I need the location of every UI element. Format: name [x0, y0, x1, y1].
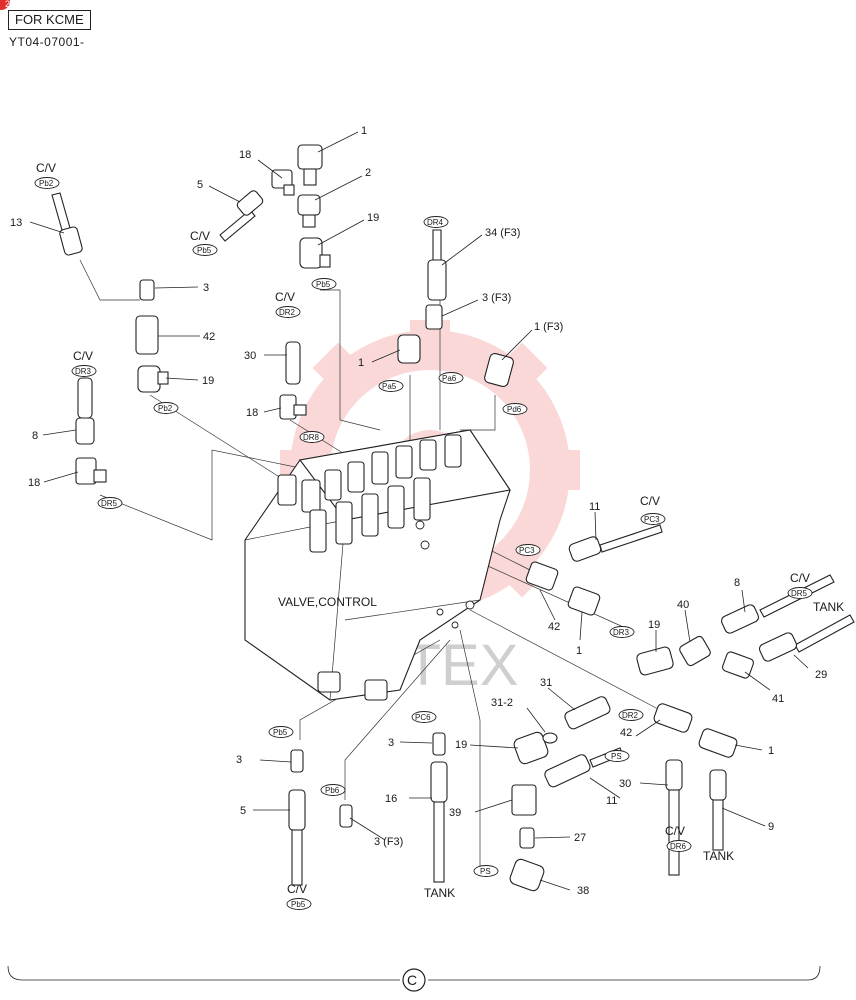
callout-27: 27 — [574, 832, 586, 844]
callout-29: 29 — [815, 669, 827, 681]
callout-39: 39 — [449, 807, 461, 819]
callout-18: 18 — [28, 477, 40, 489]
port-tag-dr6: DR6 — [670, 842, 687, 851]
cv-label: C/V — [275, 290, 295, 304]
tank-label: TANK — [424, 886, 455, 900]
callout-16: 16 — [385, 793, 397, 805]
cv-label: C/V — [665, 824, 685, 838]
cv-label: C/V — [640, 494, 660, 508]
callout-1: 1 — [361, 125, 367, 137]
callout-3: 3 — [203, 282, 209, 294]
header-label-box: FOR KCME — [8, 10, 91, 30]
port-tags: Pb2 Pb5 Pb5 DR2 DR3 Pb2 DR8 DR5 DR4 Pa5 … — [34, 177, 813, 910]
port-tag-ps: PS — [611, 752, 622, 761]
corner-badge: 2 — [0, 0, 10, 10]
callout-30: 30 — [244, 350, 256, 362]
callout-3: 3 — [388, 737, 394, 749]
callout-18: 18 — [239, 149, 251, 161]
callout-19: 19 — [648, 619, 660, 631]
callout-1: 1 — [576, 645, 582, 657]
port-tag-pc3: PC3 — [644, 515, 660, 524]
fittings — [75, 144, 754, 892]
cv-label: C/V — [287, 882, 307, 896]
callout-8: 8 — [32, 430, 38, 442]
port-tag-dr4: DR4 — [427, 218, 444, 227]
cv-label: C/V — [790, 571, 810, 585]
callout-30: 30 — [619, 778, 631, 790]
port-tag-pb5: Pb5 — [197, 246, 212, 255]
port-tag-dr3: DR3 — [75, 367, 92, 376]
callout-1: 1 — [358, 357, 364, 369]
callout-31-2: 31-2 — [491, 697, 513, 709]
port-tag-pc3: PC3 — [519, 546, 535, 555]
port-tag-dr5: DR5 — [791, 589, 808, 598]
callout-19: 19 — [367, 212, 379, 224]
callout-34-f3: 34 (F3) — [485, 227, 520, 239]
port-tag-dr2: DR2 — [622, 711, 639, 720]
callout-31: 31 — [540, 677, 552, 689]
callout-3-f3: 3 (F3) — [374, 836, 403, 848]
port-tag-pb5: Pb5 — [273, 728, 288, 737]
callout-3-f3: 3 (F3) — [482, 292, 511, 304]
callout-1: 1 — [768, 745, 774, 757]
port-tag-ps: PS — [480, 867, 491, 876]
callout-41: 41 — [772, 693, 784, 705]
callout-numbers: 1 18 5 2 19 13 3 42 19 8 18 30 18 34 (F3… — [10, 125, 827, 897]
callout-42: 42 — [203, 331, 215, 343]
tank-label: TANK — [813, 600, 844, 614]
footer-section-mark: C — [407, 972, 417, 988]
tank-label: TANK — [703, 849, 734, 863]
callout-9: 9 — [768, 821, 774, 833]
footer-rule: C — [7, 965, 821, 992]
port-tag-pb6: Pb6 — [325, 786, 340, 795]
callout-1-f3: 1 (F3) — [534, 321, 563, 333]
callout-2: 2 — [365, 167, 371, 179]
callout-40: 40 — [677, 599, 689, 611]
callout-42: 42 — [620, 727, 632, 739]
port-tag-pb2: Pb2 — [158, 404, 173, 413]
hoses — [51, 190, 855, 886]
cv-label: C/V — [190, 229, 210, 243]
callout-19: 19 — [455, 739, 467, 751]
port-tag-dr8: DR8 — [303, 433, 320, 442]
callout-11: 11 — [589, 501, 600, 513]
callout-5: 5 — [240, 805, 246, 817]
port-tag-dr2: DR2 — [279, 308, 296, 317]
port-tag-pa6: Pa6 — [442, 374, 457, 383]
port-tag-pd6: Pd6 — [507, 405, 522, 414]
port-tag-pb2: Pb2 — [39, 179, 54, 188]
callout-42: 42 — [548, 621, 560, 633]
port-tag-pb5: Pb5 — [291, 900, 306, 909]
port-tag-pa5: Pa5 — [382, 382, 397, 391]
header-serial-code: YT04-07001- — [9, 35, 85, 49]
callout-38: 38 — [577, 885, 589, 897]
callout-19: 19 — [202, 375, 214, 387]
callout-11: 11 — [606, 795, 617, 807]
callout-18: 18 — [246, 407, 258, 419]
port-tag-dr3: DR3 — [613, 628, 630, 637]
callout-3: 3 — [236, 754, 242, 766]
callout-5: 5 — [197, 179, 203, 191]
connector-labels: C/V C/V C/V C/V C/V C/V TANK C/V TANK C/… — [36, 161, 844, 900]
leader-lines — [29, 131, 809, 891]
callout-13: 13 — [10, 217, 22, 229]
port-tag-pb5: Pb5 — [316, 280, 331, 289]
valve-label: VALVE,CONTROL — [278, 595, 377, 609]
cv-label: C/V — [36, 161, 56, 175]
port-tag-pc6: PC6 — [415, 713, 431, 722]
callout-8: 8 — [734, 577, 740, 589]
control-valve-body: VALVE,CONTROL — [244, 429, 511, 701]
cv-label: C/V — [73, 349, 93, 363]
port-tag-dr5: DR5 — [101, 499, 118, 508]
